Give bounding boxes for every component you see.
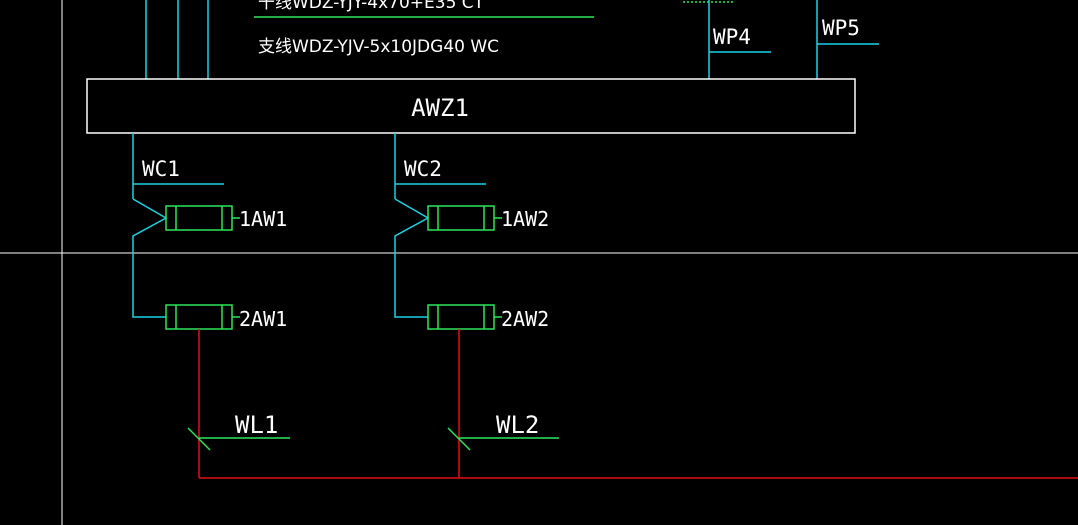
wl2-label: WL2 [496,411,539,439]
breaker-2aw2[interactable] [427,304,502,330]
breaker-2aw1[interactable] [165,304,240,330]
main-line-note: 干线WDZ-YJY-4x70+E35 CT [258,0,485,13]
circuit-wc1: WC1 1AW1 2AW1 WL1 [132,133,290,478]
panel-label: AWZ1 [411,94,469,122]
breaker-1aw1[interactable] [165,205,240,231]
wl2-tick [447,427,471,451]
wl1-label: WL1 [235,411,278,439]
wc2-switch-contact [394,198,430,318]
breaker-1aw2[interactable] [427,205,502,231]
wp5-label: WP5 [822,16,860,40]
wc1-switch-contact [132,198,168,318]
circuit-wc2: WC2 1AW2 2AW2 WL2 [394,133,559,478]
wc2-label: WC2 [404,157,442,181]
wp4-label: WP4 [713,25,751,49]
breaker-2aw1-label: 2AW1 [239,307,287,331]
branch-line-note: 支线WDZ-YJV-5x10JDG40 WC [258,37,499,57]
breaker-1aw2-label: 1AW2 [501,207,549,231]
wl1-tick [187,427,211,451]
breaker-2aw2-label: 2AW2 [501,307,549,331]
breaker-1aw1-label: 1AW1 [239,207,287,231]
panel-box[interactable] [86,78,856,134]
wc1-label: WC1 [142,157,180,181]
